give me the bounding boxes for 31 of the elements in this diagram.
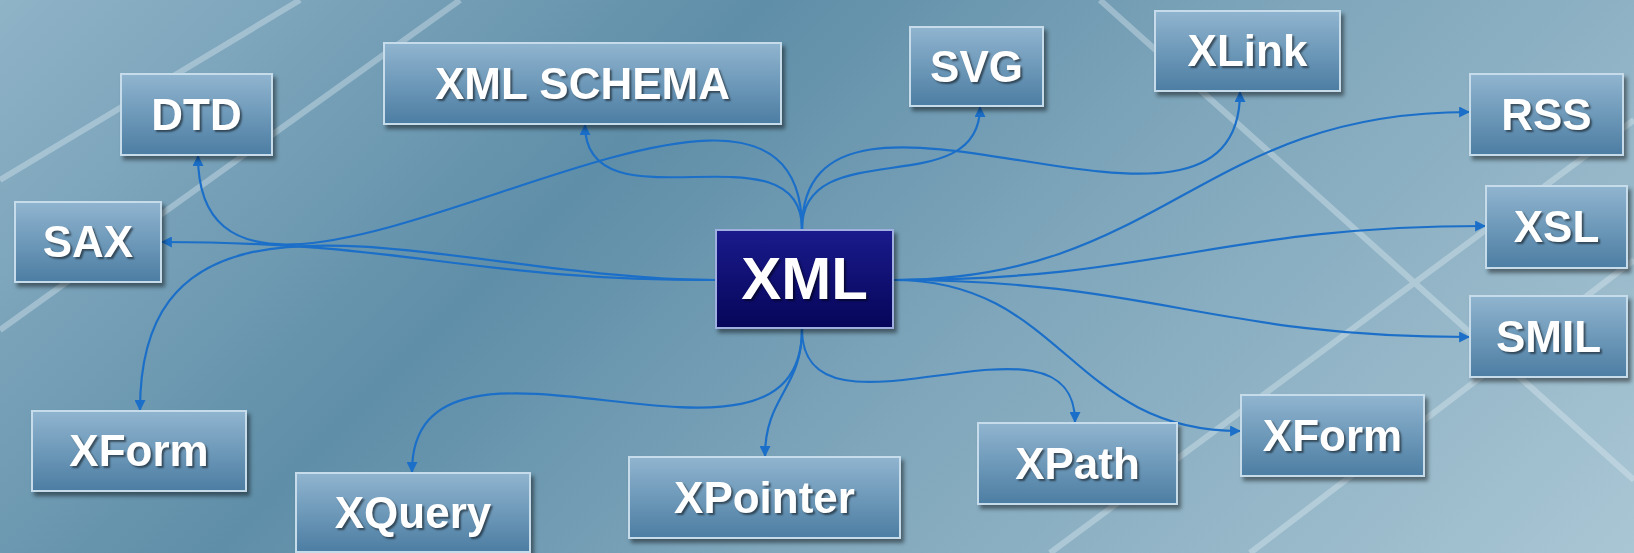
topic-box [295,472,531,553]
topic-box [1240,394,1425,477]
topic-box [14,201,162,283]
topic-box [977,422,1178,505]
topic-box [1154,10,1341,92]
arrow [194,139,804,246]
topic-box [1485,185,1628,269]
node-label: XLink [1187,29,1308,73]
node-label: XPath [1015,441,1140,486]
node-label: SVG [930,44,1023,89]
topic-box [1469,73,1624,156]
topic-box [383,42,782,125]
node-label: XSL [1513,205,1600,249]
node-label: XPointer [674,475,855,520]
topic-box [31,410,247,492]
arrow [800,90,1244,230]
node-label: RSS [1501,92,1592,137]
topic-box [1469,295,1628,378]
node-label: SMIL [1495,314,1602,359]
node-label: XForm [1262,413,1403,458]
node-label: XForm [69,429,209,473]
node-label: XML SCHEMA [435,61,730,106]
node-label: DTD [151,92,242,137]
central-box [715,229,894,329]
node-label: XQuery [334,490,492,535]
arrow [800,328,1079,424]
topic-box [120,73,273,156]
topic-box [628,456,901,539]
node-label: SAX [42,220,134,264]
topic-box [909,26,1044,107]
node-label: XML [741,249,868,309]
